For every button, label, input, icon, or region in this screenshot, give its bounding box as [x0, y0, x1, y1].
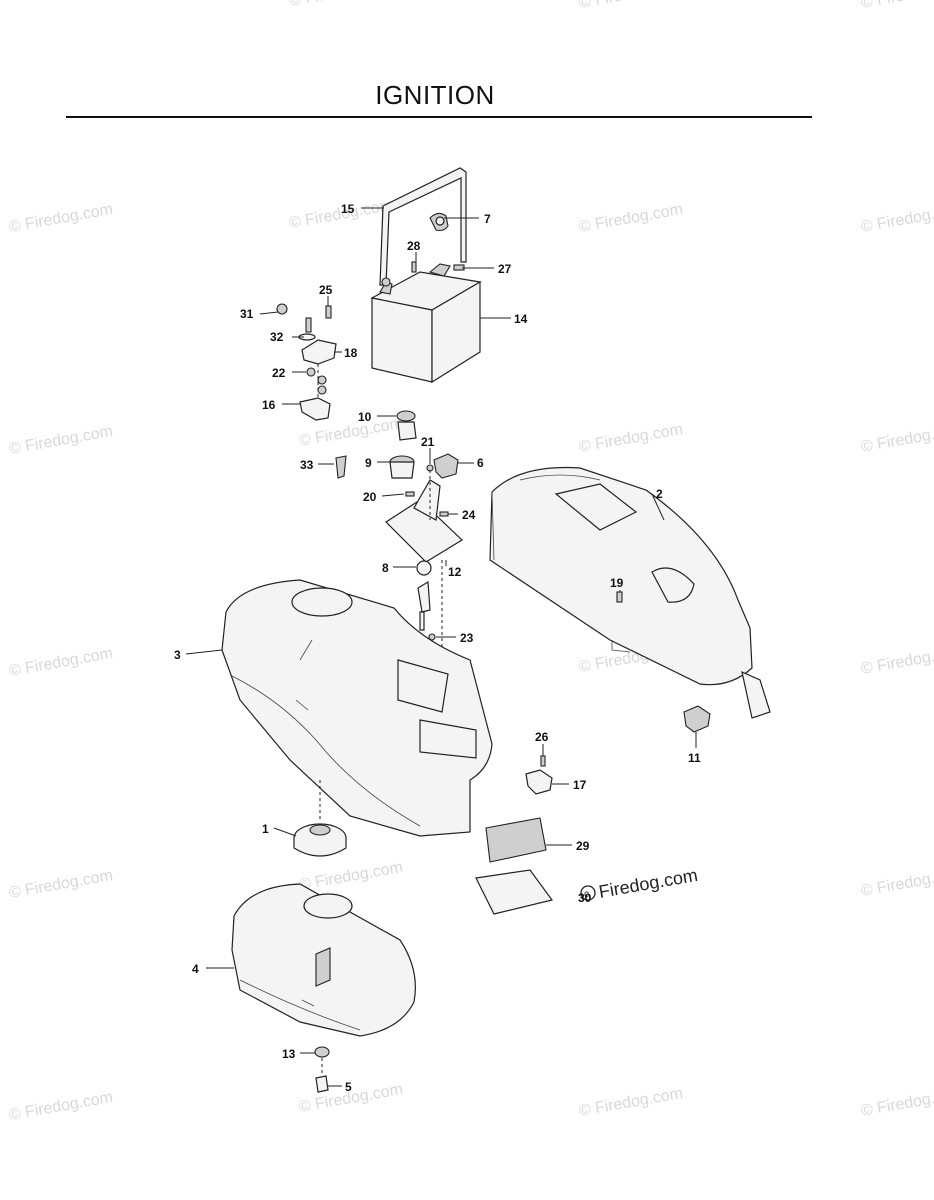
watermark: © Firedog.com — [860, 201, 934, 236]
callout-25: 25 — [319, 283, 333, 297]
callout-32: 32 — [270, 330, 284, 344]
fuel-cap — [293, 823, 347, 857]
callout-21: 21 — [421, 435, 435, 449]
watermark: © Firedog.com — [298, 415, 405, 450]
rear-body-cover — [489, 466, 771, 719]
callout-8: 8 — [382, 561, 389, 575]
bracket-plate — [385, 464, 463, 563]
callout-2: 2 — [656, 487, 663, 501]
watermark: © Firedog.com — [8, 645, 115, 680]
cover-plate — [485, 817, 547, 863]
battery — [370, 263, 482, 384]
page-title: IGNITION — [375, 80, 495, 110]
callout-17: 17 — [573, 778, 587, 792]
watermark: © Firedog.com — [8, 423, 115, 458]
switch — [433, 453, 459, 479]
callout-13: 13 — [282, 1047, 296, 1061]
callout-30: 30 — [578, 891, 592, 905]
callout-1: 1 — [262, 822, 269, 836]
callout-10: 10 — [358, 410, 372, 424]
watermark: © Firedog.com — [860, 865, 934, 900]
callout-18: 18 — [344, 346, 358, 360]
callout-20: 20 — [363, 490, 377, 504]
bottom-hardware — [314, 1046, 330, 1093]
callout-19: 19 — [610, 576, 624, 590]
ignition-switch-group — [389, 410, 417, 479]
leader-lines — [185, 207, 697, 1087]
fitting-group-left — [276, 303, 337, 421]
seal-frame — [475, 869, 554, 915]
switch-small — [683, 705, 711, 733]
svg-text:c: c — [584, 889, 589, 900]
fuel-tank — [231, 883, 416, 1037]
watermark: © Firedog.com — [860, 1085, 934, 1120]
callout-23: 23 — [460, 631, 474, 645]
callout-7: 7 — [484, 212, 491, 226]
callout-14: 14 — [514, 312, 528, 326]
watermark: © Firedog.com — [860, 643, 934, 678]
prominent-watermark: c Firedog.com — [580, 865, 699, 902]
watermark: © Firedog.com — [298, 859, 405, 894]
battery-hold-rod — [379, 167, 467, 286]
screw-19 — [616, 591, 623, 603]
watermark: © Firedog.com — [8, 867, 115, 902]
callout-5: 5 — [345, 1080, 352, 1094]
watermark: © Firedog.com — [578, 421, 685, 456]
callout-31: 31 — [240, 307, 254, 321]
watermark: © Firedog.com — [860, 0, 934, 12]
watermark: © Firedog.com — [288, 0, 395, 10]
watermark-layer: © Firedog.com © Firedog.com © Firedog.co… — [8, 0, 934, 1124]
callout-33: 33 — [300, 458, 314, 472]
callout-15: 15 — [341, 202, 355, 216]
watermark: © Firedog.com — [578, 201, 685, 236]
callout-3: 3 — [174, 648, 181, 662]
callout-24: 24 — [462, 508, 476, 522]
watermark: © Firedog.com — [578, 0, 685, 12]
terminal-cover — [429, 212, 449, 232]
callout-labels: 1 2 3 4 5 6 7 8 9 10 11 12 13 14 15 16 1… — [174, 202, 701, 1094]
clip — [335, 455, 347, 479]
watermark: © Firedog.com — [8, 201, 115, 236]
watermark: © Firedog.com — [578, 1085, 685, 1120]
callout-16: 16 — [262, 398, 276, 412]
watermark-firedog: Firedog.com — [597, 865, 699, 902]
callout-28: 28 — [407, 239, 421, 253]
callout-27: 27 — [498, 262, 512, 276]
watermark: © Firedog.com — [860, 421, 934, 456]
relay-group — [525, 755, 553, 795]
callout-12: 12 — [448, 565, 462, 579]
callout-4: 4 — [192, 962, 199, 976]
callout-6: 6 — [477, 456, 484, 470]
callout-29: 29 — [576, 839, 590, 853]
callout-9: 9 — [365, 456, 372, 470]
callout-11: 11 — [688, 751, 701, 765]
center-body-cover — [221, 579, 493, 837]
watermark: © Firedog.com — [8, 1089, 115, 1124]
title-rule — [66, 116, 812, 118]
callout-26: 26 — [535, 730, 549, 744]
callout-22: 22 — [272, 366, 286, 380]
